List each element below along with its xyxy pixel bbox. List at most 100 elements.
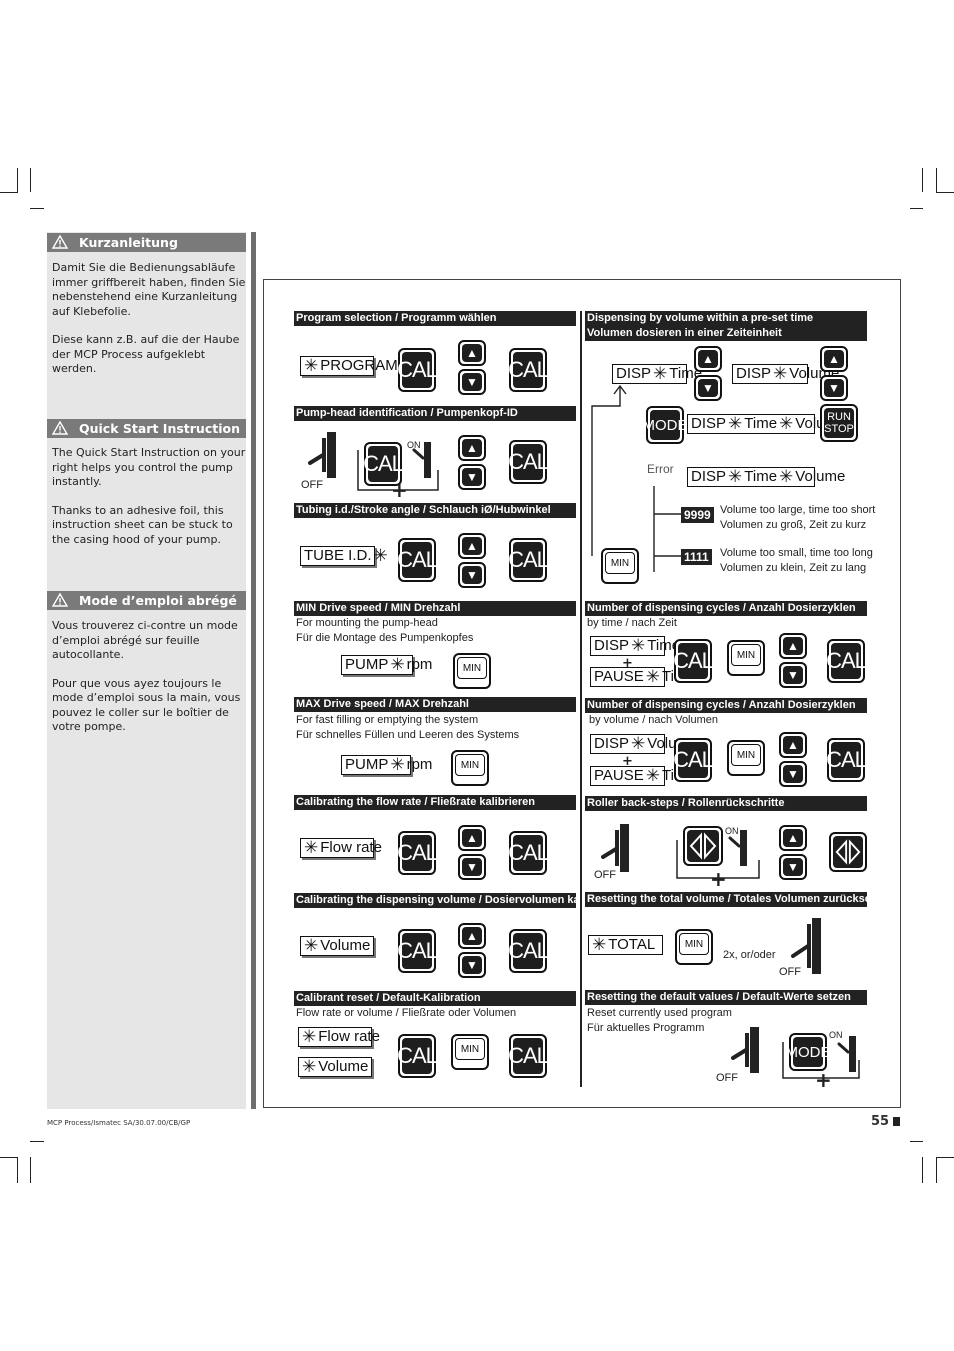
cal-button[interactable]: CAL bbox=[397, 348, 438, 392]
display-text: Time bbox=[647, 637, 681, 654]
display-text: DISP bbox=[691, 415, 727, 432]
crop-mark bbox=[0, 1157, 18, 1158]
display-program: ✳PROGRAM bbox=[300, 356, 398, 376]
min-button[interactable]: MIN bbox=[727, 640, 765, 676]
paragraph: Thanks to an adhesive foil, this instruc… bbox=[52, 503, 233, 546]
up-button[interactable]: ▲ bbox=[458, 435, 486, 461]
down-button[interactable]: ▼ bbox=[694, 375, 722, 401]
cal-button[interactable]: CAL bbox=[508, 1034, 549, 1078]
flash-icon: ✳ bbox=[390, 755, 405, 774]
crop-mark bbox=[936, 1157, 937, 1183]
section-calibrant-reset: Calibrant reset / Default-Kalibration bbox=[294, 991, 576, 1006]
min-button[interactable]: MIN bbox=[601, 548, 639, 584]
direction-button[interactable] bbox=[683, 826, 723, 866]
min-button[interactable]: MIN bbox=[727, 740, 765, 776]
display-text: DISP bbox=[691, 468, 727, 485]
footer-doc-ref: MCP Process/Ismatec SA/30.07.00/CB/GP bbox=[47, 1119, 191, 1127]
heading-text: Mode d’emploi abrégé bbox=[79, 593, 237, 608]
cal-label: CAL bbox=[673, 643, 714, 679]
up-button[interactable]: ▲ bbox=[458, 825, 486, 851]
down-button[interactable]: ▼ bbox=[458, 952, 486, 978]
display-error-flash: DISP✳Time✳Volume bbox=[687, 467, 845, 487]
cal-label: CAL bbox=[826, 742, 867, 778]
cal-button[interactable]: CAL bbox=[397, 831, 438, 875]
error-code: 1111 bbox=[681, 549, 712, 565]
down-arrow-icon: ▼ bbox=[824, 379, 844, 397]
up-button[interactable]: ▲ bbox=[458, 340, 486, 366]
down-button[interactable]: ▼ bbox=[458, 464, 486, 490]
mode-button[interactable]: MODE bbox=[786, 1033, 831, 1071]
crop-mark bbox=[30, 1157, 31, 1183]
flash-icon: ✳ bbox=[304, 936, 319, 955]
cal-button[interactable]: CAL bbox=[508, 929, 549, 973]
min-label: MIN bbox=[455, 754, 485, 776]
cal-label: CAL bbox=[508, 542, 549, 578]
mode-button[interactable]: MODE bbox=[643, 406, 688, 444]
heading-text: Quick Start Instruction bbox=[79, 421, 240, 436]
cal-button[interactable]: CAL bbox=[826, 639, 867, 683]
sidebar-text-de: Damit Sie die Bedienungsabläufe immer gr… bbox=[52, 261, 246, 391]
crop-mark bbox=[30, 208, 44, 209]
cal-label: CAL bbox=[673, 742, 714, 778]
min-button[interactable]: MIN bbox=[453, 653, 491, 689]
crop-mark bbox=[936, 192, 954, 193]
flash-icon: ✳ bbox=[645, 766, 660, 785]
display-text: DISP bbox=[594, 637, 630, 654]
cal-button[interactable]: CAL bbox=[508, 348, 549, 392]
note-line: Volumen zu groß, Zeit zu kurz bbox=[720, 519, 867, 531]
cal-button[interactable]: CAL bbox=[673, 639, 714, 683]
flow-arrow bbox=[591, 384, 627, 556]
up-button[interactable]: ▲ bbox=[694, 346, 722, 372]
cal-button[interactable]: CAL bbox=[397, 929, 438, 973]
power-switch-off-icon bbox=[791, 918, 821, 974]
up-button[interactable]: ▲ bbox=[820, 346, 848, 372]
up-button[interactable]: ▲ bbox=[458, 923, 486, 949]
min-button[interactable]: MIN bbox=[451, 750, 489, 786]
flash-icon: ✳ bbox=[373, 546, 388, 565]
down-button[interactable]: ▼ bbox=[458, 854, 486, 880]
direction-button[interactable] bbox=[829, 832, 867, 872]
down-button[interactable]: ▼ bbox=[779, 761, 807, 787]
cal-button[interactable]: CAL bbox=[397, 538, 438, 582]
cal-button[interactable]: CAL bbox=[673, 738, 714, 782]
plus-icon: + bbox=[815, 1068, 832, 1092]
down-button[interactable]: ▼ bbox=[779, 662, 807, 688]
power-switch-off-icon bbox=[731, 1027, 759, 1073]
section-min-speed: MIN Drive speed / MIN Drehzahl bbox=[294, 601, 576, 616]
direction-icon bbox=[689, 832, 717, 860]
down-button[interactable]: ▼ bbox=[820, 375, 848, 401]
section-reset-defaults: Resetting the default values / Default-W… bbox=[585, 990, 867, 1005]
display-text: TOTAL bbox=[608, 936, 656, 953]
error-label: Error bbox=[647, 462, 674, 476]
connector-lines bbox=[357, 450, 439, 491]
plus-icon: + bbox=[710, 867, 727, 891]
down-arrow-icon: ▼ bbox=[462, 468, 482, 486]
cal-button[interactable]: CAL bbox=[397, 1034, 438, 1078]
cal-button[interactable]: CAL bbox=[826, 738, 867, 782]
cal-button[interactable]: CAL bbox=[508, 538, 549, 582]
min-button[interactable]: MIN bbox=[451, 1034, 489, 1070]
up-button[interactable]: ▲ bbox=[779, 825, 807, 851]
up-button[interactable]: ▲ bbox=[779, 732, 807, 758]
up-button[interactable]: ▲ bbox=[779, 633, 807, 659]
cal-label: CAL bbox=[508, 835, 549, 871]
min-button[interactable]: MIN bbox=[675, 929, 713, 965]
on-label: ON bbox=[407, 440, 421, 450]
down-button[interactable]: ▼ bbox=[458, 562, 486, 588]
error-branch-lines bbox=[653, 486, 682, 572]
crop-mark bbox=[922, 168, 923, 192]
display-pause-time: PAUSE✳Time bbox=[590, 667, 695, 687]
down-button[interactable]: ▼ bbox=[458, 369, 486, 395]
display-flow-rate: ✳Flow rate bbox=[300, 838, 382, 858]
cal-button[interactable]: CAL bbox=[508, 440, 549, 484]
cal-button[interactable]: CAL bbox=[508, 831, 549, 875]
cal-label: CAL bbox=[397, 933, 438, 969]
display-text: PUMP bbox=[345, 756, 389, 773]
down-button[interactable]: ▼ bbox=[779, 854, 807, 880]
cal-button[interactable]: CAL bbox=[363, 442, 404, 486]
flash-icon: ✳ bbox=[728, 414, 743, 433]
down-arrow-icon: ▼ bbox=[462, 373, 482, 391]
flash-icon: ✳ bbox=[631, 734, 646, 753]
up-button[interactable]: ▲ bbox=[458, 533, 486, 559]
